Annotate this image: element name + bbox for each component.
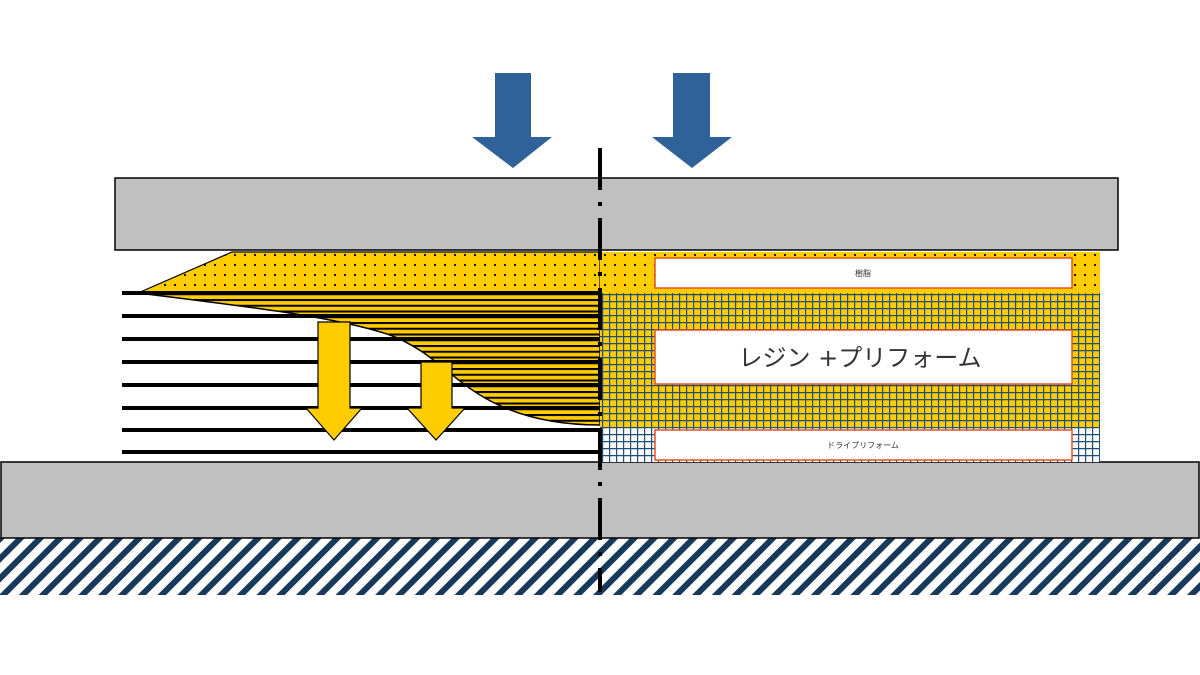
- down-arrow-icon: [405, 361, 467, 441]
- dry-preform-label: ドライプリフォーム: [827, 441, 899, 450]
- right-stack-section: 樹脂 レジン +プリフォーム ドライプリフォーム: [600, 252, 1100, 462]
- left-flow-section: [122, 251, 601, 454]
- resin-flow-front: [137, 292, 601, 426]
- upper-mold-plate: [114, 177, 1119, 251]
- down-arrow-icon: [304, 321, 364, 441]
- dry-preform-label-box: [654, 429, 1073, 461]
- down-arrow-icon: [472, 73, 552, 168]
- down-arrow-icon: [652, 73, 732, 168]
- resin-preform-label: レジン +プリフォーム: [738, 344, 981, 372]
- resin-label: 樹脂: [855, 268, 871, 278]
- resin-preform-label-box: [654, 329, 1073, 385]
- resin-pool-wedge: [137, 251, 601, 294]
- resin-label-box: [654, 257, 1073, 289]
